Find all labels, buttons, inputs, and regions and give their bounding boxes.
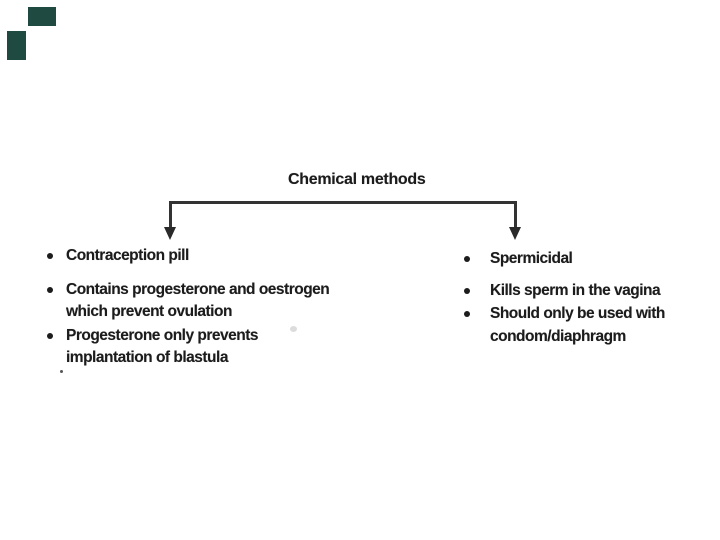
bullet-dot-icon bbox=[464, 256, 470, 262]
list-item: Contraception pill bbox=[44, 245, 349, 268]
list-item: Progesterone only prevents implantation … bbox=[44, 325, 349, 370]
bullet-dot-icon bbox=[47, 253, 53, 259]
list-item-line: Spermicidal bbox=[490, 250, 573, 267]
bullet-dot-icon bbox=[464, 311, 470, 317]
connector-drop-right bbox=[514, 201, 517, 228]
list-item-line: Should only be used with bbox=[490, 305, 665, 322]
bullet-dot-icon bbox=[47, 332, 53, 339]
scan-artifact bbox=[60, 370, 63, 373]
scan-artifact bbox=[290, 326, 297, 332]
bullet-list-right: Spermicidal Kills sperm in the vagina Sh… bbox=[460, 248, 695, 348]
bullet-dot-icon bbox=[47, 286, 53, 293]
list-item-line: which prevent ovulation bbox=[66, 303, 232, 320]
list-item-line: implantation of blastula bbox=[66, 349, 228, 366]
bullet-dot-icon bbox=[464, 287, 470, 294]
connector-horizontal-bar bbox=[169, 201, 517, 204]
list-item: Contains progesterone and oestrogen whic… bbox=[44, 279, 349, 324]
list-item-line: Kills sperm in the vagina bbox=[490, 281, 661, 299]
list-item-line: Contraception pill bbox=[66, 247, 189, 264]
bullet-list-left: Contraception pill Contains progesterone… bbox=[44, 245, 349, 370]
list-item: Kills sperm in the vagina bbox=[460, 280, 695, 303]
decor-block-side bbox=[7, 31, 26, 60]
list-item: Should only be used with condom/diaphrag… bbox=[460, 303, 695, 348]
list-item-line: condom/diaphragm bbox=[490, 327, 626, 345]
list-item-line: Contains progesterone and oestrogen bbox=[66, 280, 330, 298]
diagram-title: Chemical methods bbox=[288, 171, 426, 188]
connector-drop-left bbox=[169, 201, 172, 228]
arrow-down-icon bbox=[509, 227, 521, 240]
decor-block-top bbox=[28, 7, 56, 26]
list-item-line: Progesterone only prevents bbox=[66, 326, 259, 344]
arrow-down-icon bbox=[164, 227, 176, 240]
list-item: Spermicidal bbox=[460, 248, 695, 271]
